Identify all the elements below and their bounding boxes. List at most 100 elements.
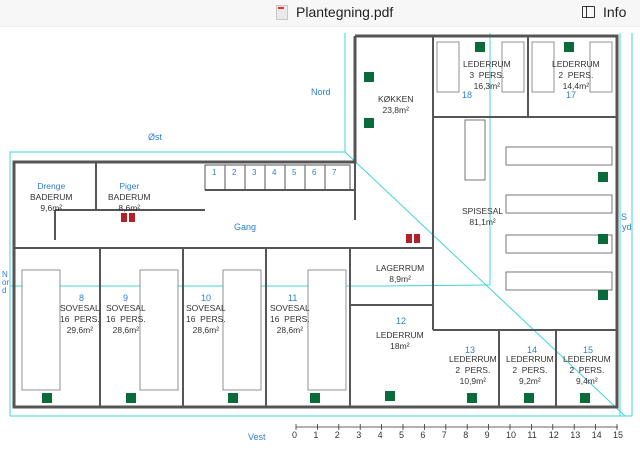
fire-extinguishers xyxy=(121,213,420,243)
room-area: 9,4m² xyxy=(575,376,598,386)
room-number-8: 8 xyxy=(79,293,85,303)
room-area: 28,6m² xyxy=(192,325,220,335)
room-name: KØKKEN xyxy=(378,94,414,104)
beds xyxy=(21,41,613,391)
room-name: BADERUM xyxy=(108,192,151,202)
direction-nord-left: N or d xyxy=(2,270,10,295)
room-area: 81,1m² xyxy=(469,217,496,227)
dining-tables xyxy=(464,119,613,291)
room-name: LEDERRUM xyxy=(563,354,611,364)
room-name: SOVESAL xyxy=(106,303,146,313)
scale-ticks xyxy=(295,424,618,430)
room-name: LAGERRUM xyxy=(376,263,425,273)
file-name: Plantegning.pdf xyxy=(296,4,394,20)
room-area: 9,2m² xyxy=(518,376,541,386)
pdf-file-icon xyxy=(276,4,288,20)
room-prefix: Drenge xyxy=(37,181,66,191)
room-area: 14,4m² xyxy=(562,81,590,91)
room-number-17: 17 xyxy=(566,90,577,100)
room-name: LEDERRUM xyxy=(506,354,554,364)
toilet-stalls xyxy=(204,164,351,191)
room-number-10: 10 xyxy=(201,293,212,303)
room-persons: 16 PERS. xyxy=(106,314,146,324)
room-persons: 16 PERS. xyxy=(270,314,310,324)
scale-tick-label: 9 xyxy=(484,430,490,440)
room-persons: 2 PERS. xyxy=(558,70,594,80)
panel-icon xyxy=(582,6,595,18)
room-prefix: Piger xyxy=(119,181,140,191)
room-number-15: 15 xyxy=(583,345,594,355)
scale-tick-label: 10 xyxy=(506,430,517,440)
scale-tick-label: 7 xyxy=(441,430,447,440)
room-area: 23,8m² xyxy=(382,105,409,115)
scale-tick-label: 15 xyxy=(613,430,624,440)
scale-tick-label: 11 xyxy=(527,430,537,440)
info-label: Info xyxy=(603,4,627,20)
room-persons: 2 PERS. xyxy=(512,365,548,375)
scale-tick-label: 3 xyxy=(356,430,362,440)
guide-lines xyxy=(9,33,633,417)
room-name: LEDERRUM xyxy=(552,59,600,69)
room-name: LEDERRUM xyxy=(449,354,497,364)
scale-tick-label: 6 xyxy=(420,430,426,440)
scale-tick-label: 12 xyxy=(548,430,559,440)
room-number-14: 14 xyxy=(527,345,538,355)
toilet-number: 5 xyxy=(292,168,297,177)
scale-tick-label: 14 xyxy=(591,430,602,440)
toilet-number: 2 xyxy=(232,168,237,177)
room-persons: 2 PERS. xyxy=(569,365,605,375)
direction-syd-1: S xyxy=(621,212,628,222)
room-area: 29,6m² xyxy=(66,325,94,335)
direction-ost: Øst xyxy=(148,132,163,142)
room-area: 10,9m² xyxy=(459,376,487,386)
room-persons: 2 PERS. xyxy=(455,365,491,375)
direction-syd-2: yd xyxy=(622,222,632,232)
toilet-number: 7 xyxy=(332,168,337,177)
room-area: 28,6m² xyxy=(112,325,140,335)
room-number-18: 18 xyxy=(462,90,473,100)
viewer-toolbar: Plantegning.pdf Info xyxy=(0,0,640,27)
direction-nord: Nord xyxy=(311,87,331,97)
room-name: SOVESAL xyxy=(186,303,226,313)
room-number-12: 12 xyxy=(396,316,407,326)
scale-tick-label: 5 xyxy=(399,430,405,440)
exit-signs xyxy=(42,42,608,403)
room-area: 8,6m² xyxy=(118,203,141,213)
info-button[interactable]: Info xyxy=(582,4,626,20)
room-name: SOVESAL xyxy=(270,303,310,313)
scale-tick-label: 13 xyxy=(570,430,581,440)
scale-tick-label: 2 xyxy=(334,430,340,440)
file-title: Plantegning.pdf xyxy=(276,4,393,20)
room-area: 8,9m² xyxy=(389,274,411,284)
room-number-11: 11 xyxy=(288,293,298,303)
scale-tick-label: 8 xyxy=(463,430,469,440)
room-name: SOVESAL xyxy=(60,303,100,313)
scale-tick-label: 4 xyxy=(377,430,383,440)
room-persons: 16 PERS. xyxy=(60,314,100,324)
floor-plan-drawing xyxy=(9,33,633,430)
room-persons: 3 PERS. xyxy=(469,70,505,80)
room-name: LEDERRUM xyxy=(463,59,511,69)
room-gang: Gang xyxy=(234,222,257,232)
room-name: SPISESAL xyxy=(462,206,504,216)
room-area: 16,3m² xyxy=(473,81,501,91)
room-persons: 16 PERS. xyxy=(186,314,226,324)
room-area: 28,6m² xyxy=(276,325,304,335)
room-number-13: 13 xyxy=(465,345,476,355)
room-number-9: 9 xyxy=(123,293,129,303)
scale-tick-label: 1 xyxy=(313,430,319,440)
interior-walls xyxy=(14,36,617,407)
